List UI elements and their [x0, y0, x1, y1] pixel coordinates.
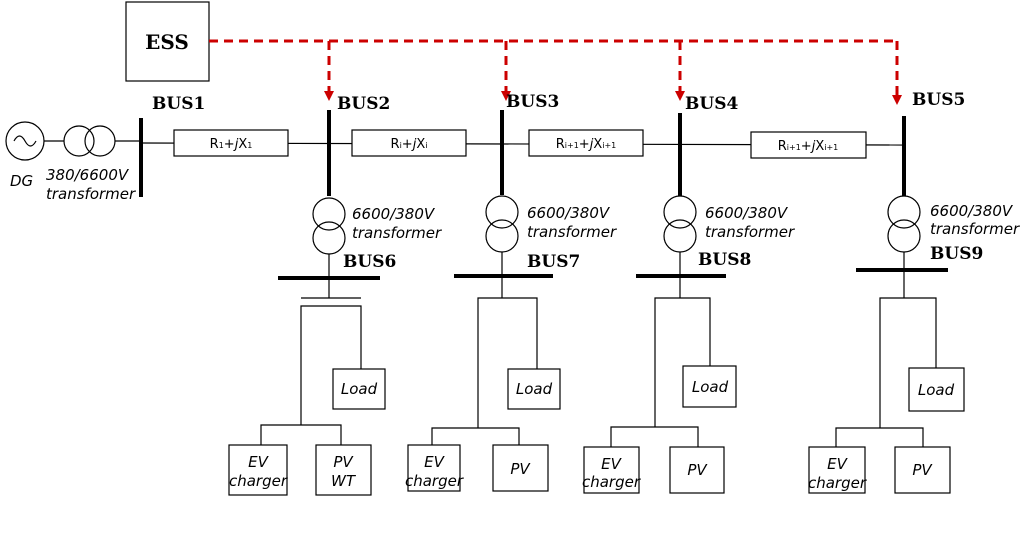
load-box — [682, 365, 737, 408]
feeder-bus7: 6600/380V transformer Load EV charger PV — [405, 195, 617, 492]
ess-block: ESS — [125, 1, 210, 82]
load-box — [507, 368, 561, 410]
transformer-icon — [663, 219, 697, 253]
transformer-rating: 6600/380V — [705, 204, 789, 222]
ess-label: ESS — [145, 30, 189, 54]
sine-wave-icon — [13, 135, 37, 147]
load-label: Load — [341, 380, 378, 398]
main-buses — [139, 110, 906, 197]
transformer-label: transformer — [352, 224, 442, 242]
transformer-icon-winding-b — [84, 125, 116, 157]
ev-charger-box — [407, 444, 461, 492]
bus2-label: BUS2 — [337, 94, 390, 114]
load-label: Load — [692, 378, 729, 396]
generation-box — [669, 446, 725, 494]
ev-charger-box — [808, 446, 866, 494]
ev-label: EV — [827, 455, 848, 473]
transformer-label: transformer — [705, 223, 795, 241]
transformer-icon — [663, 195, 697, 229]
generation-box — [894, 446, 951, 494]
generation-label: PV — [333, 453, 354, 471]
transformer-rating: 6600/380V — [352, 205, 436, 223]
ev-sublabel: charger — [808, 474, 867, 492]
impedance-box-4: Ri+1+jXi+1 — [750, 131, 867, 159]
ev-label: EV — [601, 455, 622, 473]
feeder-bus9: 6600/380V transformer Load EV charger PV — [808, 195, 1020, 494]
dg-label: DG — [10, 172, 33, 190]
transformer-icon — [485, 219, 519, 253]
source-transformer-label: transformer — [46, 185, 136, 203]
ev-label: EV — [248, 453, 269, 471]
transformer-icon — [485, 195, 519, 229]
generation-sublabel: WT — [331, 472, 357, 490]
bus4-label: BUS4 — [685, 94, 738, 114]
generation-box — [315, 444, 372, 496]
generation-box — [492, 444, 549, 492]
generation-label: PV — [912, 461, 933, 479]
bus3-label: BUS3 — [506, 92, 559, 112]
transformer-icon — [887, 195, 921, 229]
generation-label: PV — [687, 461, 708, 479]
bus9-label: BUS9 — [930, 244, 983, 264]
transformer-label: transformer — [527, 223, 617, 241]
load-box — [332, 368, 386, 410]
ev-label: EV — [424, 453, 445, 471]
load-label: Load — [918, 381, 955, 399]
bus1-label: BUS1 — [152, 94, 205, 114]
source-transformer-rating: 380/6600V — [46, 166, 130, 184]
bus5-label: BUS5 — [912, 90, 965, 110]
bus6-label: BUS6 — [343, 252, 396, 272]
load-label: Load — [516, 380, 553, 398]
feeder-bus6: 6600/380V transformer Load EV charger PV… — [228, 197, 442, 496]
svg-text:Ri+1+jXi+1: Ri+1+jXi+1 — [556, 137, 617, 152]
generation-label: PV — [510, 460, 531, 478]
ev-charger-box — [228, 444, 288, 496]
transformer-icon — [312, 221, 346, 255]
ev-sublabel: charger — [229, 472, 288, 490]
svg-text:Ri+jXi: Ri+jXi — [391, 137, 428, 152]
ev-sublabel: charger — [582, 473, 641, 491]
transformer-label: transformer — [930, 220, 1020, 238]
svg-text:Ri+1+jXi+1: Ri+1+jXi+1 — [778, 139, 839, 154]
ess-dashed-links — [209, 39, 902, 105]
dg-source: DG 380/6600V transformer — [5, 121, 141, 203]
ev-charger-box — [583, 446, 640, 494]
transformer-icon — [312, 197, 346, 231]
transformer-rating: 6600/380V — [527, 204, 611, 222]
ev-sublabel: charger — [405, 472, 464, 490]
impedance-box-2: Ri+jXi — [351, 129, 467, 157]
load-box — [908, 367, 965, 412]
impedance-box-3: Ri+1+jXi+1 — [528, 129, 644, 157]
bus7-label: BUS7 — [527, 252, 580, 272]
transformer-icon-winding-a — [63, 125, 95, 157]
transformer-icon — [887, 219, 921, 253]
bus8-label: BUS8 — [698, 250, 751, 270]
transformer-rating: 6600/380V — [930, 202, 1014, 220]
svg-text:R1+jX1: R1+jX1 — [210, 137, 253, 152]
impedance-box-1: R1+jX1 — [173, 129, 289, 157]
feeder-bus8: 6600/380V transformer Load EV charger PV — [582, 195, 795, 494]
